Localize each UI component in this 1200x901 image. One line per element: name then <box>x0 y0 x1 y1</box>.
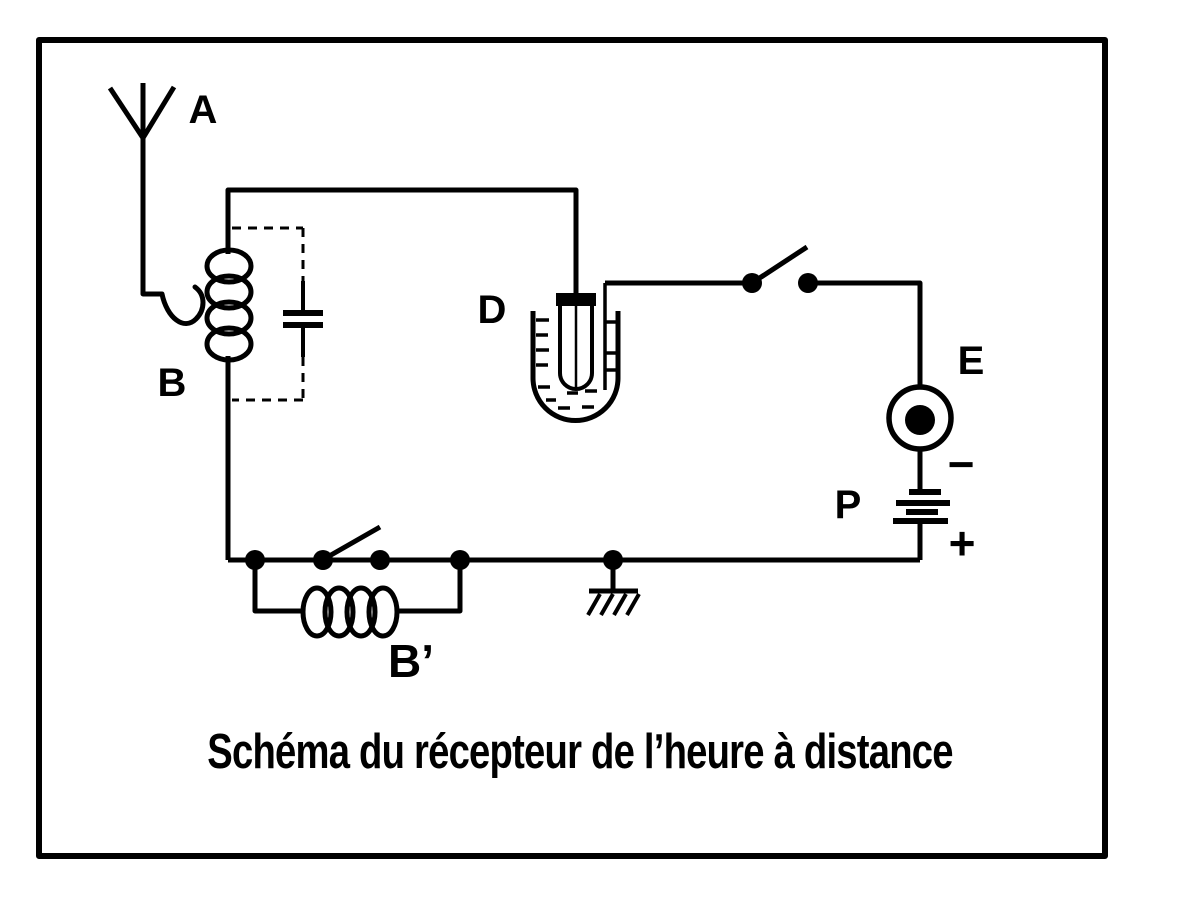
relay-coil-icon <box>245 550 470 639</box>
label-tuning-coil: B <box>157 361 187 405</box>
switch-top-icon <box>742 244 818 293</box>
label-relay-coil: B’ <box>388 635 434 687</box>
earpiece-icon <box>886 384 954 491</box>
dashed-box <box>232 226 305 402</box>
switch-bottom-icon <box>313 524 390 570</box>
antenna-icon <box>107 83 206 326</box>
detector-beaker <box>530 311 621 423</box>
label-antenna: A <box>188 88 218 132</box>
detector-tube <box>558 306 594 391</box>
wire-coil-to-detector <box>225 187 579 297</box>
label-battery: P <box>834 483 862 527</box>
figure-border <box>36 37 1108 859</box>
battery-negative-sign: − <box>947 438 975 490</box>
label-earpiece: E <box>957 339 985 383</box>
tuning-coil-icon <box>204 247 254 560</box>
battery-icon <box>893 489 950 560</box>
liquid-dashes <box>536 318 618 410</box>
figure-caption: Schéma du récepteur de l’heure à distanc… <box>207 725 953 779</box>
switch-top-arm <box>750 244 809 286</box>
detector-tube-cap <box>556 293 596 306</box>
wire-switch-to-earpiece <box>808 280 923 385</box>
capacitor-icon <box>283 281 323 357</box>
ground-icon <box>586 550 641 616</box>
switch-bottom-arm <box>322 524 382 562</box>
label-detector: D <box>477 288 507 332</box>
battery-positive-sign: + <box>948 517 976 569</box>
capacitor-branch <box>232 226 323 402</box>
detector-icon <box>530 283 621 423</box>
